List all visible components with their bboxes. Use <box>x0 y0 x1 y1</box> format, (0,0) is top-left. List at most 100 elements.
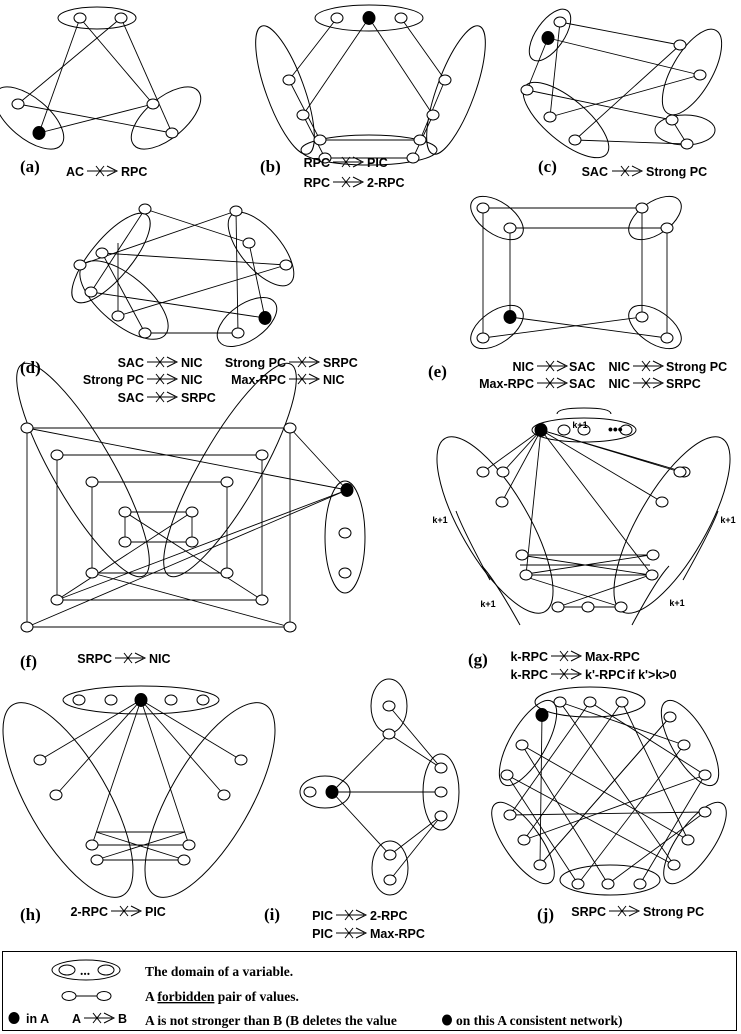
forbidden-pair-edge <box>559 21 681 46</box>
svg-text:AC: AC <box>66 165 84 179</box>
forbidden-pair-edge <box>95 831 186 861</box>
variable-domain <box>130 86 202 150</box>
forbidden-pair-edge <box>388 733 442 769</box>
value-node <box>543 111 557 123</box>
brace-top <box>556 407 612 415</box>
svg-text:Max-RPC: Max-RPC <box>370 927 425 941</box>
value-node <box>413 134 427 146</box>
relation-j1: SRPC Strong PC <box>571 905 704 919</box>
forbidden-pair-edge <box>540 429 663 503</box>
value-node <box>220 567 234 579</box>
variable-domain <box>628 304 682 350</box>
value-node <box>282 74 296 86</box>
value-node <box>33 754 47 766</box>
value-node <box>496 466 510 478</box>
diagram-e <box>470 195 682 350</box>
deleted-value-node <box>503 310 517 324</box>
panel-label-e: (e) <box>428 362 447 381</box>
svg-text:Max-RPC: Max-RPC <box>479 377 534 391</box>
svg-text:PIC: PIC <box>145 905 166 919</box>
forbidden-pair-edge <box>559 701 685 746</box>
value-node <box>382 700 396 712</box>
forbidden-pair-edge <box>549 21 561 118</box>
panel-label-a: (a) <box>20 157 40 176</box>
forbidden-pair-edge <box>124 511 263 601</box>
ellipsis-dots: ••• <box>608 421 623 437</box>
svg-text:SAC: SAC <box>569 377 595 391</box>
value-node <box>220 476 234 488</box>
variable-domain <box>62 685 220 715</box>
value-node <box>383 874 397 886</box>
value-node <box>663 711 677 723</box>
svg-text:...: ... <box>80 963 90 978</box>
variable-domain <box>2 702 134 898</box>
forbidden-pair-edge <box>38 103 154 134</box>
deleted-value-node <box>541 31 555 45</box>
value-node <box>72 694 86 706</box>
forbidden-pair-edge <box>56 511 193 601</box>
brace-label-top: k+1 <box>572 420 587 430</box>
forbidden-pair-edge <box>540 429 653 576</box>
value-node <box>50 594 64 606</box>
value-node <box>95 247 109 259</box>
value-node <box>185 536 199 548</box>
variable-domain <box>498 699 558 787</box>
variable-domain <box>470 195 524 241</box>
value-node <box>619 424 633 436</box>
svg-text:NIC: NIC <box>608 377 630 391</box>
forbidden-pair-edge <box>509 701 591 816</box>
forbidden-pair-edge <box>549 74 701 118</box>
value-node <box>698 806 712 818</box>
forbidden-pair-edge <box>140 699 225 796</box>
svg-text:Strong PC: Strong PC <box>225 356 286 370</box>
relation-d2: Strong PC NIC <box>83 373 203 387</box>
relation-g1: k-RPC Max-RPC <box>510 650 639 664</box>
variable-domain <box>371 840 409 896</box>
variable-domain <box>300 134 438 166</box>
value-node <box>677 739 691 751</box>
forbidden-pair-edge <box>519 554 651 576</box>
relation-f1: SRPC NIC <box>77 652 170 666</box>
value-node <box>313 134 327 146</box>
value-node <box>177 854 191 866</box>
value-node <box>11 98 25 110</box>
value-node <box>231 327 245 339</box>
value-node <box>614 601 628 613</box>
variable-domain <box>144 702 276 898</box>
deleted-value-node <box>258 311 272 325</box>
forbidden-pair-edge <box>519 574 622 608</box>
value-node <box>553 696 567 708</box>
forbidden-pair-edge <box>389 815 442 881</box>
value-node <box>500 769 514 781</box>
diagram-f <box>16 362 366 633</box>
svg-text:Strong PC: Strong PC <box>646 165 707 179</box>
value-node <box>577 424 591 436</box>
value-node <box>338 527 352 539</box>
variable-domain <box>255 25 315 155</box>
relation-e2: NIC Strong PC <box>608 360 727 374</box>
value-node <box>551 601 565 613</box>
panel-label-h: (h) <box>20 905 41 924</box>
svg-text:SRPC: SRPC <box>323 356 358 370</box>
forbidden-pair-edge <box>248 242 266 319</box>
svg-text:SRPC: SRPC <box>77 652 112 666</box>
value-node <box>114 12 128 24</box>
forbidden-pair-edge <box>526 89 673 121</box>
legend-relation-text-1: A is not stronger than B (B deletes the … <box>145 1013 397 1028</box>
variable-domain <box>324 480 366 594</box>
value-node <box>338 567 352 579</box>
svg-text:RPC: RPC <box>304 176 330 190</box>
forbidden-pair-edge <box>368 17 434 116</box>
panel-label-i: (i) <box>264 905 280 924</box>
forbidden-pair-edge <box>501 429 542 503</box>
legend-b-letter: B <box>118 1012 127 1026</box>
value-node <box>165 127 179 139</box>
value-node <box>667 859 681 871</box>
value-node <box>138 327 152 339</box>
svg-text:NIC: NIC <box>608 360 630 374</box>
legend-forbidden-symbol <box>61 991 112 1001</box>
svg-text:RPC: RPC <box>304 156 330 170</box>
svg-text:PIC: PIC <box>312 909 333 923</box>
svg-text:SAC: SAC <box>569 360 595 374</box>
